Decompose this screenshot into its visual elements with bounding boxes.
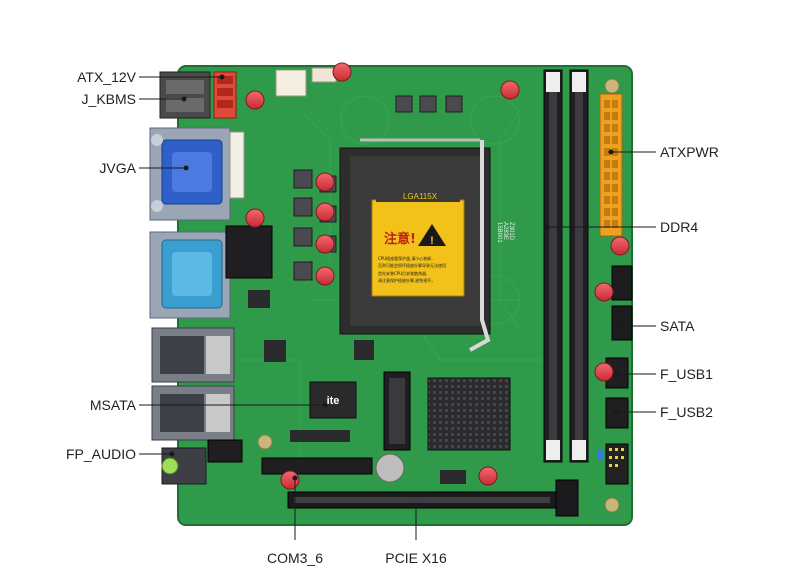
svg-text:首先安装CPU后安装散热器,: 首先安装CPU后安装散热器,	[378, 270, 427, 276]
cmos-battery	[375, 453, 405, 483]
warning-triangle-icon	[418, 224, 446, 246]
fan-header-top	[311, 67, 337, 83]
chipset-heatsink	[427, 377, 511, 451]
ite-logo: ite	[327, 395, 340, 407]
socket-lever	[469, 140, 491, 352]
label-msata: MSATA	[89, 397, 136, 413]
com3-6-header	[261, 457, 373, 475]
label-f-usb1: F_USB1	[660, 366, 713, 382]
label-fp-audio: FP_AUDIO	[65, 446, 136, 462]
white-header-vertical	[229, 131, 245, 199]
svg-text:!: !	[430, 235, 434, 247]
cpu-socket-cover	[371, 199, 465, 297]
sata-connector-1	[611, 265, 633, 301]
callout-lines	[139, 74, 656, 540]
svg-text:否则可能会损坏插座针脚导致无法使用: 否则可能会损坏插座针脚导致无法使用	[378, 262, 446, 268]
sata-connector-2	[611, 305, 633, 341]
misc-ics	[248, 290, 466, 484]
socket-label: LGA115X	[403, 192, 438, 201]
label-sata: SATA	[660, 318, 695, 334]
chip-code-marking: Z301D A283E 15B001	[496, 222, 514, 243]
label-j-kbms: J_KBMS	[81, 91, 136, 107]
svg-text:15B001: 15B001	[496, 222, 502, 243]
warning-lines: CPU插座要保护盖,请小心装卸, 否则可能会损坏插座针脚导致无法使用 首先安装C…	[378, 255, 446, 283]
label-atxpwr: ATXPWR	[660, 144, 719, 160]
ite-chip	[309, 381, 357, 419]
label-pcie-x16: PCIE X16	[385, 550, 447, 566]
warning-title: 注意!	[384, 231, 416, 247]
label-com3-6: COM3_6	[266, 550, 324, 566]
svg-text:请注意保护插座针脚,避免损坏。: 请注意保护插座针脚,避免损坏。	[378, 277, 435, 283]
white-power-header	[275, 69, 307, 97]
small-header-left	[225, 225, 273, 279]
fp-audio-header	[207, 439, 243, 463]
svg-text:Z301D: Z301D	[508, 222, 514, 241]
svg-text:CPU插座要保护盖,请小心装卸,: CPU插座要保护盖,请小心装卸,	[378, 255, 433, 261]
svg-text:A283E: A283E	[502, 222, 508, 240]
label-f-usb2: F_USB2	[660, 404, 713, 420]
atx-power-connector	[599, 93, 623, 237]
capacitors	[245, 62, 630, 490]
label-ddr4: DDR4	[660, 219, 699, 235]
label-atx-12v: ATX_12V	[77, 69, 136, 85]
label-jvga: JVGA	[99, 160, 136, 176]
